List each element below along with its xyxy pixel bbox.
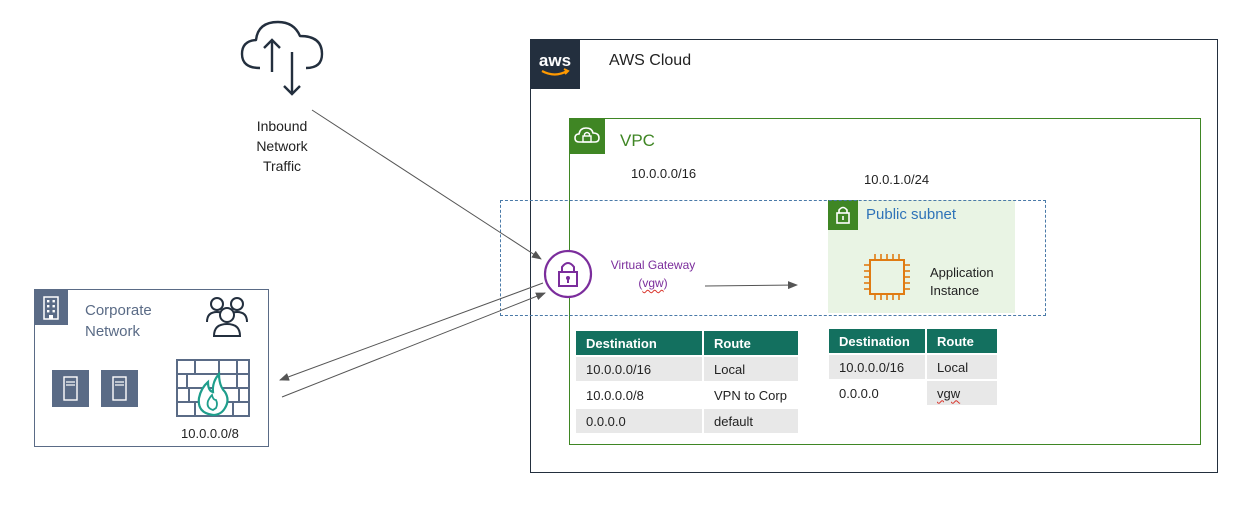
svg-text:aws: aws [539, 51, 571, 70]
column-header-destination: Destination [829, 329, 925, 353]
destination-cell: 10.0.0.0/16 [576, 357, 702, 381]
table-row: 10.0.0.0/16 Local [576, 357, 798, 381]
table-row: 0.0.0.0 vgw [829, 381, 997, 405]
route-cell: Local [927, 355, 997, 379]
corporate-cidr: 10.0.0.0/8 [181, 426, 239, 441]
corporate-title-line2: Network [85, 323, 141, 340]
application-instance-label: Application Instance [930, 264, 994, 300]
inbound-line2: Network [256, 138, 308, 154]
inbound-line1: Inbound [256, 118, 308, 134]
vpc-cidr: 10.0.0.0/16 [631, 166, 697, 181]
destination-cell: 0.0.0.0 [829, 381, 925, 405]
subnet-route-table: Destination Route 10.0.0.0/16 Local 0.0.… [827, 327, 999, 407]
table-header-row: Destination Route [576, 331, 798, 355]
application-label-line2: Instance [930, 283, 980, 298]
aws-cloud-title: AWS Cloud [609, 52, 692, 69]
subnet-lock-icon [828, 200, 858, 230]
vgw-lock-icon [542, 248, 594, 300]
cloud-upload-download-icon [238, 14, 326, 98]
server-icon [101, 370, 138, 407]
public-subnet [828, 200, 1015, 313]
route-cell: vgw [927, 381, 997, 405]
vgw-route-value: vgw [937, 385, 961, 401]
server-icon [52, 370, 89, 407]
destination-cell: 10.0.0.0/8 [576, 383, 702, 407]
table-header-row: Destination Route [829, 329, 997, 353]
inbound-traffic-label: Inbound Network Traffic [232, 116, 332, 176]
vpc-title: VPC [620, 131, 655, 150]
table-row: 10.0.0.0/16 Local [829, 355, 997, 379]
destination-cell: 10.0.0.0/16 [829, 355, 925, 379]
table-row: 10.0.0.0/8 VPN to Corp [576, 383, 798, 407]
virtual-gateway-line2: (vgw) [638, 276, 668, 290]
corporate-network-title: Corporate Network [85, 300, 152, 342]
virtual-gateway-label: Virtual Gateway (vgw) [593, 256, 713, 292]
route-cell: Local [704, 357, 798, 381]
vgw-word: vgw [642, 276, 664, 290]
column-header-route: Route [704, 331, 798, 355]
inbound-line3: Traffic [262, 158, 302, 174]
table-row: 0.0.0.0 default [576, 409, 798, 433]
users-icon [204, 294, 250, 338]
corporate-network-frame [34, 289, 269, 447]
corporate-title-line1: Corporate [85, 302, 152, 319]
column-header-destination: Destination [576, 331, 702, 355]
building-icon [34, 289, 68, 325]
route-cell: VPN to Corp [704, 383, 798, 407]
aws-logo-icon: aws [530, 39, 580, 89]
column-header-route: Route [927, 329, 997, 353]
subnet-title: Public subnet [866, 206, 957, 223]
destination-cell: 0.0.0.0 [576, 409, 702, 433]
application-label-line1: Application [930, 265, 994, 280]
firewall-icon [175, 358, 251, 418]
route-cell: default [704, 409, 798, 433]
vpc-route-table: Destination Route 10.0.0.0/16 Local 10.0… [574, 329, 800, 435]
vpc-cloud-lock-icon [569, 118, 605, 154]
subnet-cidr: 10.0.1.0/24 [864, 172, 930, 187]
virtual-gateway-line1: Virtual Gateway [610, 258, 696, 272]
ec2-chip-icon [862, 252, 912, 302]
